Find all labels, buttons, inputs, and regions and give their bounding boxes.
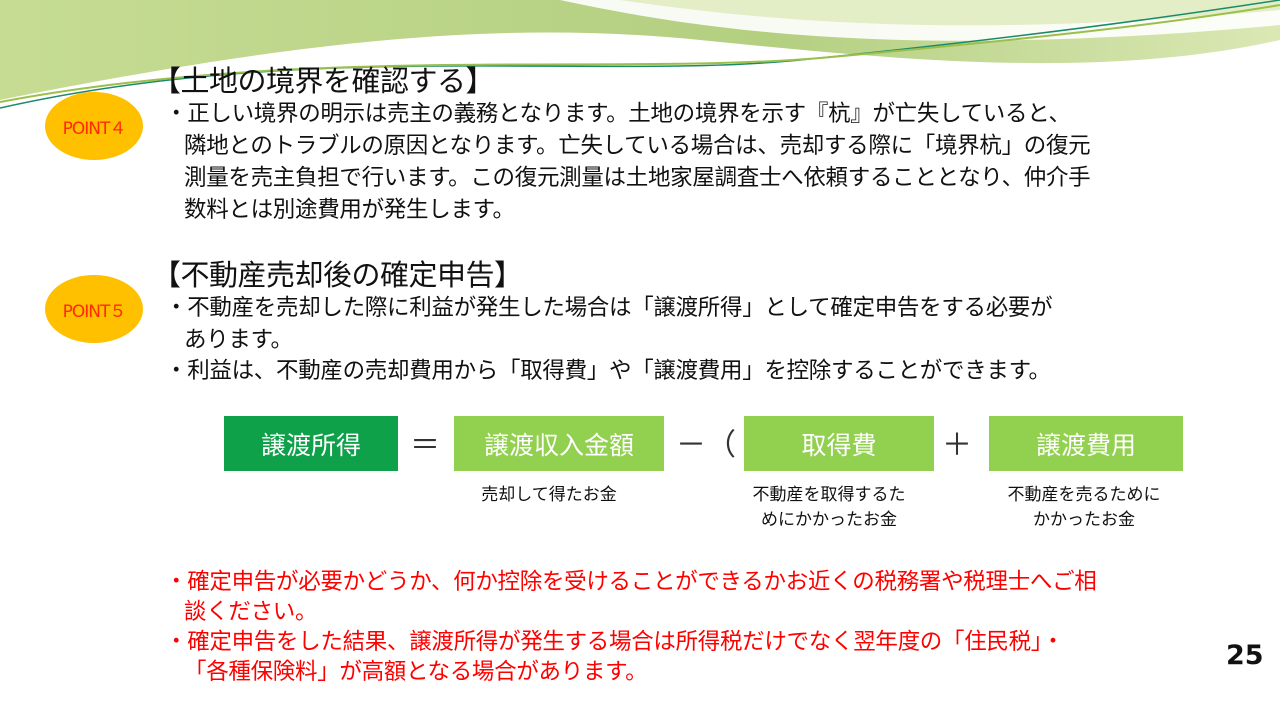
formula-transfer-revenue-box: 譲渡収入金額 [454,416,664,471]
page-number: 25 [1226,640,1264,671]
body-line: ・利益は、不動産の売却費用から「取得費」や「譲渡費用」を控除することができます。 [165,358,1051,384]
income-note: 売却して得たお金 [481,485,617,505]
body-line: 数料とは別途費用が発生します。 [184,197,515,223]
formula-acquisition-cost-box: 取得費 [744,416,934,471]
section-title-tax-return: 【不動産売却後の確定申告】 [152,258,523,292]
note-line: かかったお金 [1033,510,1135,530]
note-line: 不動産を取得するた [752,485,906,505]
note-line: 不動産を売るために [1007,485,1161,505]
equals-sign: ＝ [410,428,440,463]
point-5-badge: POINT５ [45,275,143,343]
warning-line: 談ください。 [184,599,318,625]
body-line: あります。 [184,327,293,353]
header-wave-decoration [0,0,1280,109]
formula-transfer-cost-box: 譲渡費用 [989,416,1183,471]
body-line: 測量を売主負担で行います。この復元測量は土地家屋調査士へ依頼することとなり、仲介… [184,165,1091,191]
plus-sign: ＋ [942,428,972,463]
body-line: ・不動産を売却した際に利益が発生した場合は「譲渡所得」として確定申告をする必要が [165,295,1053,321]
note-line: めにかかったお金 [761,510,897,530]
acquisition-note: 不動産を取得するた めにかかったお金 [744,483,914,533]
body-line: ・正しい境界の明示は売主の義務となります。土地の境界を示す『杭』が亡失していると… [165,101,1071,127]
warning-line: 「各種保険料」が高額となる場合があります。 [184,659,648,685]
warning-line: ・確定申告が必要かどうか、何か控除を受けることができるかお近くの税務署や税理士へ… [165,569,1097,595]
minus-paren-sign: －（ [676,428,736,463]
point-4-badge: POINT４ [45,92,143,160]
formula-transfer-income-box: 譲渡所得 [224,416,398,471]
body-line: 隣地とのトラブルの原因となります。亡失している場合は、売却する際に「境界杭」の復… [184,133,1091,159]
section-title-boundary: 【土地の境界を確認する】 [152,64,495,98]
transfer-cost-note: 不動産を売るために かかったお金 [989,483,1179,533]
warning-line: ・確定申告をした結果、譲渡所得が発生する場合は所得税だけでなく翌年度の「住民税」… [165,629,1064,655]
